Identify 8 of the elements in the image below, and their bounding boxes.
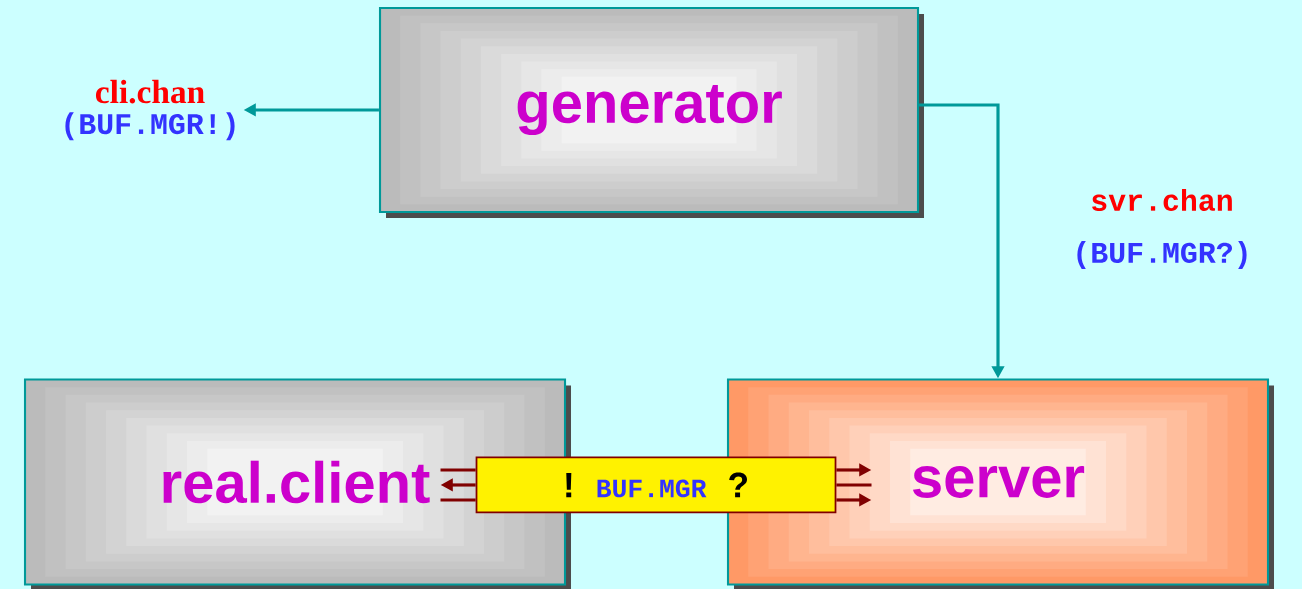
channel-label: svr.chan (1092, 189, 1232, 211)
channel-label: cli.chan (BUF.MGR!) (65, 79, 235, 141)
channel-line (440, 498, 476, 502)
channel-line (440, 468, 476, 472)
process-box: generator (378, 6, 924, 218)
channel-line (836, 483, 872, 487)
channel-type: (BUF.MGR?) (1077, 241, 1247, 269)
buffer-box: ! BUF.MGR ? (475, 456, 837, 514)
